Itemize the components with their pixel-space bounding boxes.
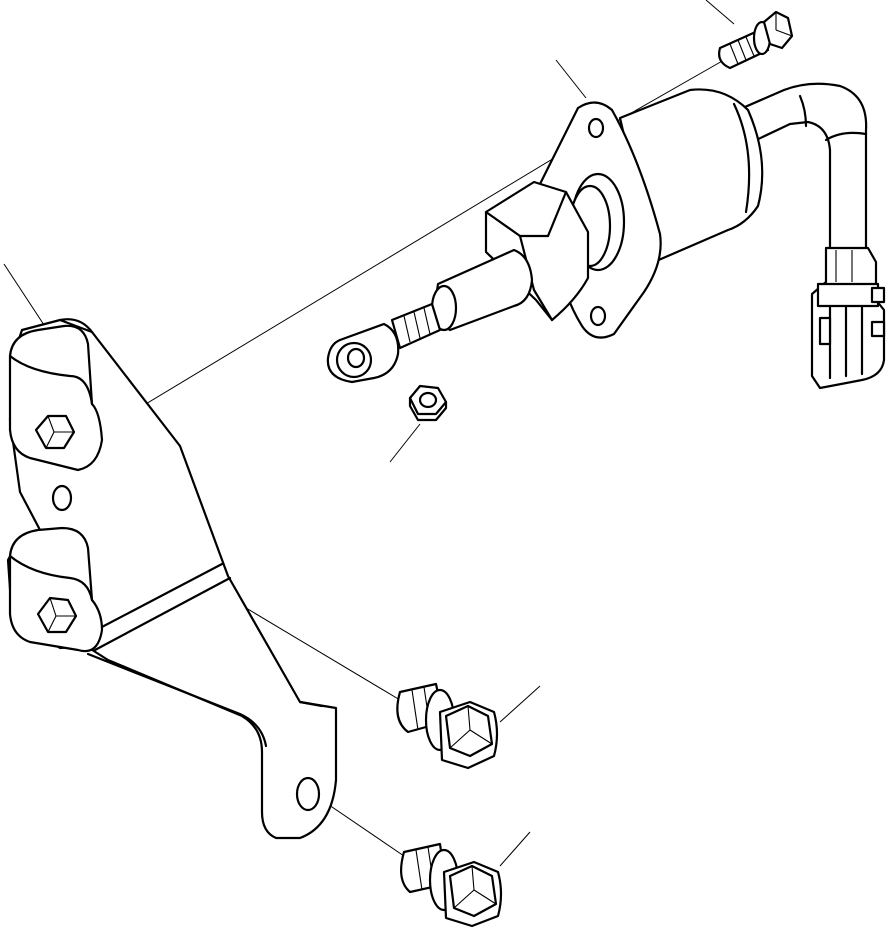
leader-solenoid [555,59,587,99]
leader-lines [3,0,735,867]
leader-bracket [3,263,47,329]
flange-hole-top [587,117,605,139]
leader-top-bolt [705,0,735,25]
flange-bolt-bottom [399,842,503,928]
flange-hole-bottom [589,305,607,327]
leader-nut [389,423,421,463]
bracket-hole-lower [295,776,321,812]
bracket-hole-middle [51,484,73,512]
wire-harness-connector [810,246,886,390]
flange-bolt-top [718,10,794,70]
fuel-shutoff-solenoid [326,82,868,384]
leader-low-bolt [499,831,531,867]
rod-end [326,322,400,384]
leader-mid-bolt [499,685,541,723]
mounting-bracket [6,318,338,840]
lock-nut [408,384,448,422]
flange-bolt-middle [396,682,499,770]
